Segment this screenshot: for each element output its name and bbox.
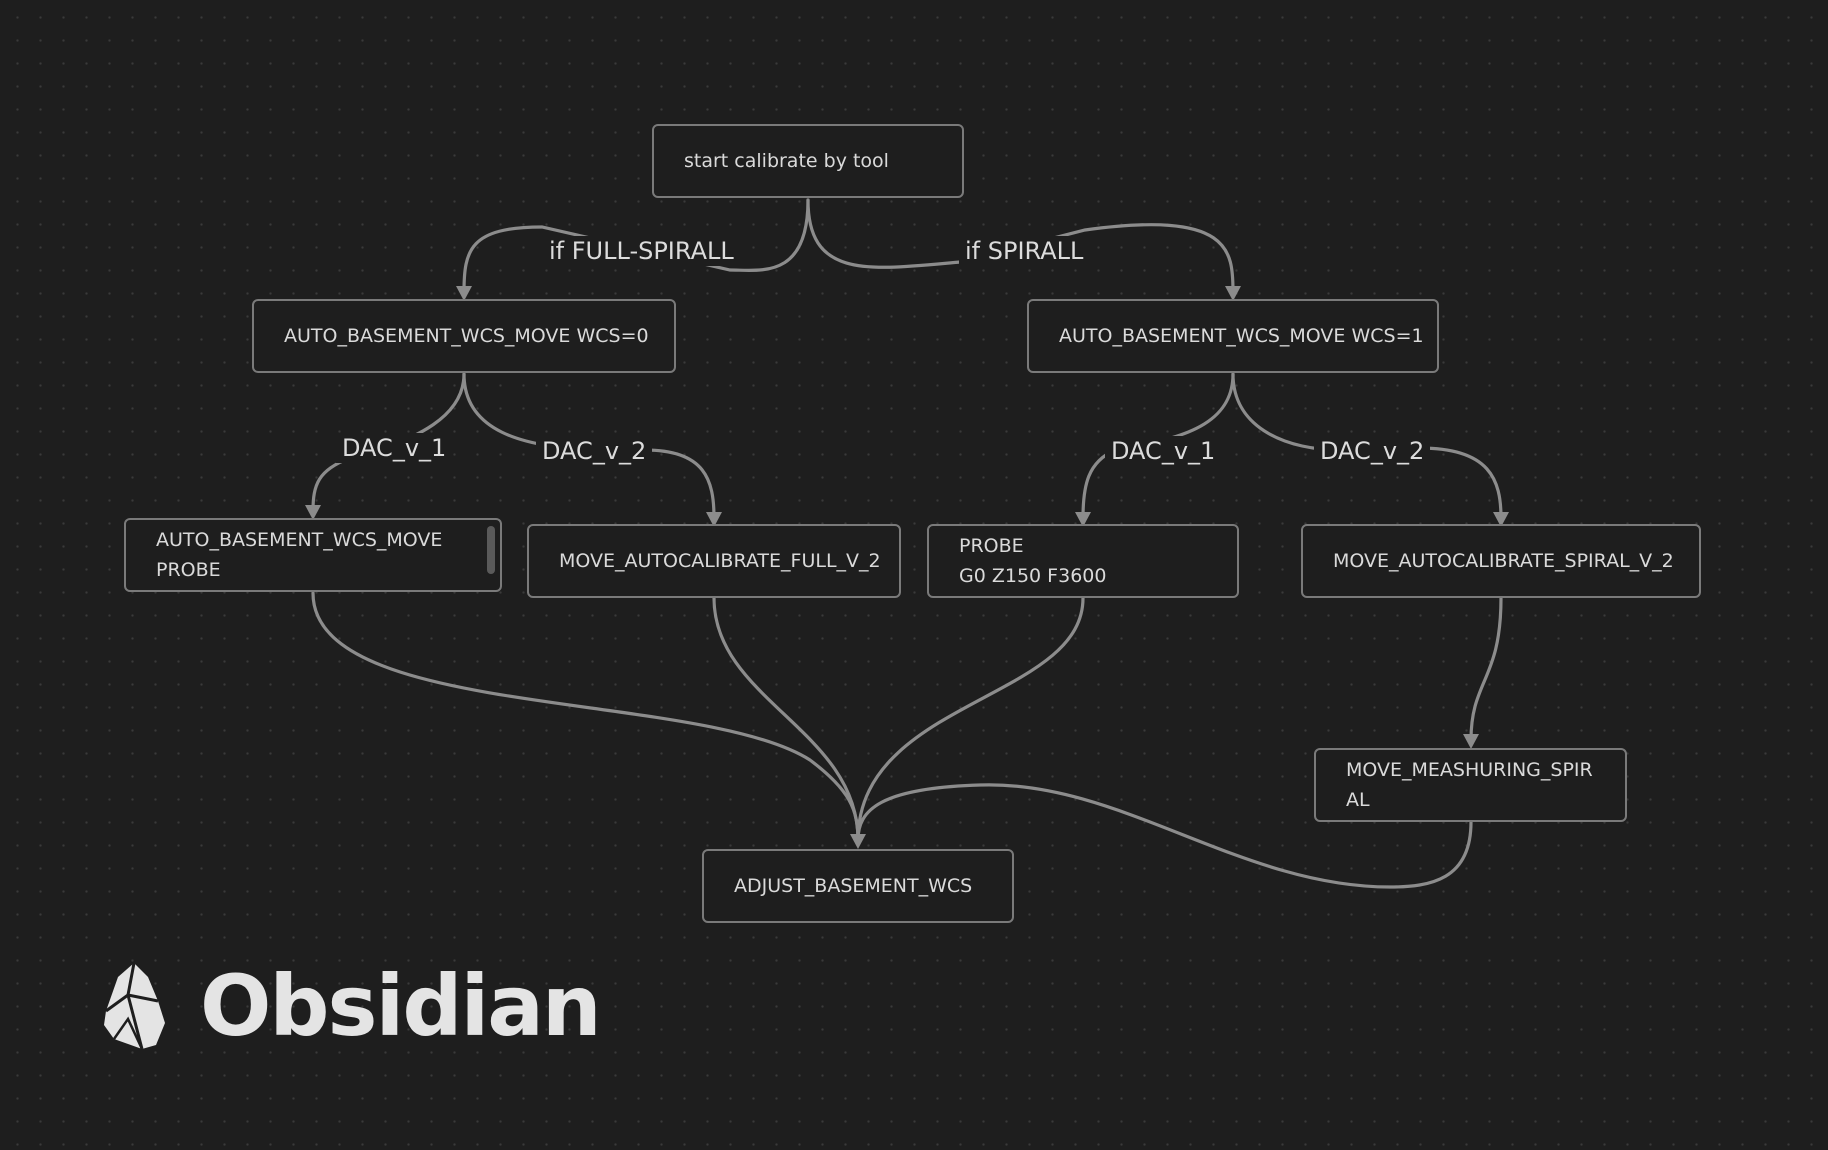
node-move-autocalibrate-spiral-v2[interactable]: MOVE_AUTOCALIBRATE_SPIRAL_V_2 <box>1301 524 1701 598</box>
arrow-into-measuring <box>1463 734 1479 749</box>
arrow-into-wcs0 <box>456 286 472 301</box>
node-text-line1: PROBE <box>959 535 1024 557</box>
node-move-autocalibrate-full-v2[interactable]: MOVE_AUTOCALIBRATE_FULL_V_2 <box>527 524 901 598</box>
node-auto-basement-wcs0[interactable]: AUTO_BASEMENT_WCS_MOVE WCS=0 <box>252 299 676 373</box>
edge-start-to-wcs0[interactable] <box>462 198 810 294</box>
arrow-into-wcs1 <box>1225 286 1241 301</box>
arrow-into-wcs0-probe <box>305 505 321 520</box>
arrow-into-full-v2 <box>706 512 722 527</box>
edge-label-right-dac-v1: DAC_v_1 <box>1105 436 1222 466</box>
node-probe-g0[interactable]: PROBE G0 Z150 F3600 <box>927 524 1239 598</box>
node-auto-basement-wcs-probe[interactable]: AUTO_BASEMENT_WCS_MOVE PROBE <box>124 518 502 592</box>
edge-wcs0-probe-to-adjust[interactable] <box>311 591 860 842</box>
node-text: start calibrate by tool <box>684 150 889 172</box>
node-scrollbar[interactable] <box>487 526 495 574</box>
node-auto-basement-wcs1[interactable]: AUTO_BASEMENT_WCS_MOVE WCS=1 <box>1027 299 1439 373</box>
arrow-into-probe <box>1075 512 1091 527</box>
obsidian-wordmark: Obsidian <box>200 957 602 1055</box>
edge-label-left-dac-v2: DAC_v_2 <box>536 436 653 466</box>
node-text: AUTO_BASEMENT_WCS_MOVE WCS=0 <box>284 325 649 347</box>
node-text: MOVE_AUTOCALIBRATE_FULL_V_2 <box>559 550 881 572</box>
node-text: AUTO_BASEMENT_WCS_MOVE WCS=1 <box>1059 325 1424 347</box>
edge-measuring-to-adjust[interactable] <box>856 783 1473 889</box>
edge-label-left-dac-v1: DAC_v_1 <box>336 433 453 463</box>
node-text-line2: AL <box>1346 789 1370 811</box>
arrow-into-spiral-v2 <box>1493 512 1509 527</box>
node-text-line1: MOVE_MEASHURING_SPIR <box>1346 759 1593 781</box>
obsidian-crystal-icon <box>104 962 165 1050</box>
edge-probe-to-adjust[interactable] <box>856 596 1085 842</box>
node-text-line1: AUTO_BASEMENT_WCS_MOVE <box>156 529 443 551</box>
edge-full-v2-to-adjust[interactable] <box>712 596 860 842</box>
node-adjust-basement-wcs[interactable]: ADJUST_BASEMENT_WCS <box>702 849 1014 923</box>
edge-spiral-v2-to-measuring[interactable] <box>1469 596 1503 742</box>
node-text-line2: PROBE <box>156 559 221 581</box>
node-start-calibrate[interactable]: start calibrate by tool <box>652 124 964 198</box>
node-text: MOVE_AUTOCALIBRATE_SPIRAL_V_2 <box>1333 550 1674 572</box>
obsidian-brand: Obsidian <box>98 957 602 1055</box>
arrow-into-adjust <box>850 834 866 849</box>
edge-label-right-dac-v2: DAC_v_2 <box>1314 436 1431 466</box>
edge-label-if-full-spirall: if FULL-SPIRALL <box>543 236 740 266</box>
node-text-line2: G0 Z150 F3600 <box>959 565 1107 587</box>
node-move-measuring-spiral[interactable]: MOVE_MEASHURING_SPIR AL <box>1314 748 1627 822</box>
edge-label-if-spirall: if SPIRALL <box>959 236 1090 266</box>
node-text: ADJUST_BASEMENT_WCS <box>734 875 973 897</box>
